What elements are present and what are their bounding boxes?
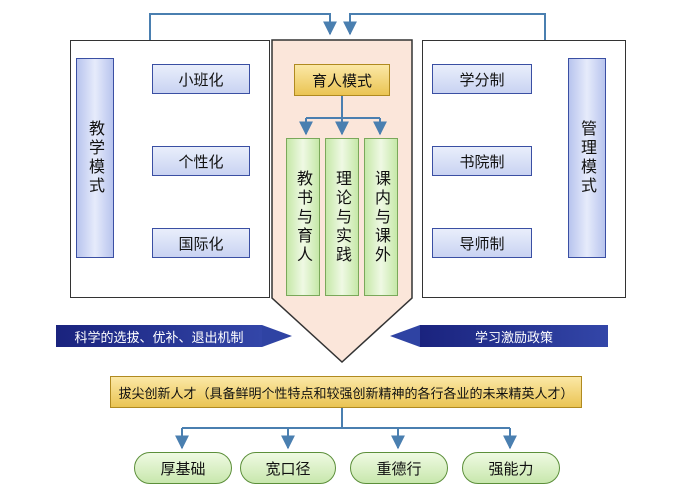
center-column-teaching: 教书与育人 <box>286 138 320 296</box>
nurturing-mode-label: 育人模式 <box>311 71 372 90</box>
left-arrow-label: 科学的选拔、优补、退出机制 <box>74 330 244 346</box>
right-arrow-bar: 学习激励政策 <box>420 325 608 347</box>
left-item-label: 个性化 <box>178 152 224 171</box>
quality-label: 强能力 <box>488 459 534 478</box>
left-arrow-head <box>262 325 292 347</box>
left-item-small-class: 小班化 <box>152 64 250 94</box>
quality-pill-breadth: 宽口径 <box>240 452 336 484</box>
quality-pill-foundation: 厚基础 <box>134 452 232 484</box>
right-arrow-head <box>390 325 420 347</box>
teaching-mode-title: 教学模式 <box>86 120 105 196</box>
left-item-label: 小班化 <box>178 70 224 89</box>
result-bar: 拔尖创新人才（具备鲜明个性特点和较强创新精神的各行各业的未来精英人才） <box>110 376 582 408</box>
result-bar-label: 拔尖创新人才（具备鲜明个性特点和较强创新精神的各行各业的未来精英人才） <box>118 386 574 402</box>
center-column-theory: 理论与实践 <box>325 138 359 296</box>
right-item-label: 导师制 <box>459 234 505 253</box>
quality-label: 重德行 <box>376 459 422 478</box>
center-column-label: 理论与实践 <box>333 169 352 265</box>
quality-label: 宽口径 <box>265 459 311 478</box>
right-arrow-label: 学习激励政策 <box>474 330 553 346</box>
left-item-international: 国际化 <box>152 228 250 258</box>
quality-pill-virtue: 重德行 <box>350 452 448 484</box>
right-item-credit: 学分制 <box>432 64 532 94</box>
right-item-label: 书院制 <box>459 152 505 171</box>
management-mode-box: 管理模式 <box>568 58 606 258</box>
center-column-inout: 课内与课外 <box>364 138 398 296</box>
right-item-label: 学分制 <box>459 70 505 89</box>
nurturing-mode-title: 育人模式 <box>294 64 390 96</box>
right-item-tutor: 导师制 <box>432 228 532 258</box>
management-mode-title: 管理模式 <box>578 120 597 196</box>
left-arrow-bar: 科学的选拔、优补、退出机制 <box>56 325 262 347</box>
left-item-label: 国际化 <box>178 234 224 253</box>
quality-label: 厚基础 <box>160 459 206 478</box>
center-column-label: 教书与育人 <box>294 169 313 265</box>
right-item-college: 书院制 <box>432 146 532 176</box>
center-column-label: 课内与课外 <box>372 169 391 265</box>
teaching-mode-box: 教学模式 <box>76 58 114 258</box>
quality-pill-ability: 强能力 <box>462 452 560 484</box>
left-item-personalized: 个性化 <box>152 146 250 176</box>
